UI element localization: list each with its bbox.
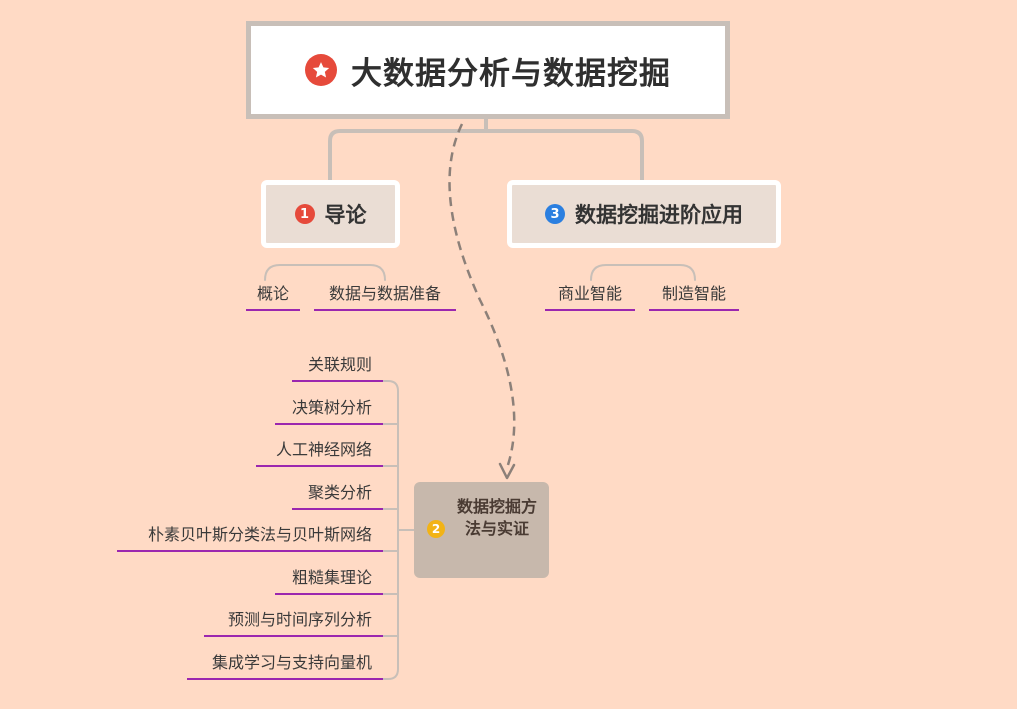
root-topic[interactable]: 大数据分析与数据挖掘	[246, 21, 730, 119]
leaf-3-1[interactable]: 商业智能	[557, 284, 622, 303]
leaf-2-6[interactable]: 粗糙集理论	[291, 568, 372, 587]
root-to-branch-1-connector	[328, 129, 488, 182]
number-3-icon: 3	[545, 204, 565, 224]
branch-1-title: 导论	[324, 203, 367, 227]
leaf-2-7[interactable]: 预测与时间序列分析	[227, 610, 372, 629]
leaf-3-2[interactable]: 制造智能	[661, 284, 726, 303]
star-icon	[305, 54, 337, 86]
number-1-icon: 1	[294, 204, 315, 224]
branch-3-topic[interactable]: 3 数据挖掘进阶应用	[507, 180, 781, 248]
leaf-1-2[interactable]: 数据与数据准备	[328, 284, 441, 303]
root-title: 大数据分析与数据挖掘	[351, 55, 671, 92]
leaf-2-3[interactable]: 人工神经网络	[275, 440, 372, 459]
leaf-2-1[interactable]: 关联规则	[307, 355, 372, 374]
branch-1-leaf-connector	[264, 264, 386, 281]
branch-2-topic[interactable]: 2 数据挖掘方法与实证	[414, 482, 549, 578]
leaf-1-1[interactable]: 概论	[256, 284, 289, 303]
branch-3-leaf-connector	[590, 264, 696, 281]
leaf-2-2[interactable]: 决策树分析	[291, 398, 372, 417]
dashed-relationship-arrow	[448, 123, 516, 469]
arrowhead-icon	[498, 462, 516, 480]
branch-2-title: 数据挖掘方法与实证	[456, 497, 537, 538]
branch-1-topic[interactable]: 1 导论	[261, 180, 400, 248]
branch-3-title: 数据挖掘进阶应用	[575, 203, 743, 227]
leaf-2-4[interactable]: 聚类分析	[307, 483, 372, 502]
leaf-2-8[interactable]: 集成学习与支持向量机	[211, 653, 372, 672]
branch-2-icon-wrap: 2	[427, 520, 445, 538]
branch-2-leaf-connector	[382, 380, 399, 680]
leaf-2-5[interactable]: 朴素贝叶斯分类法与贝叶斯网络	[147, 525, 372, 544]
number-2-icon: 2	[427, 520, 445, 538]
root-to-branch-3-connector	[484, 129, 644, 182]
